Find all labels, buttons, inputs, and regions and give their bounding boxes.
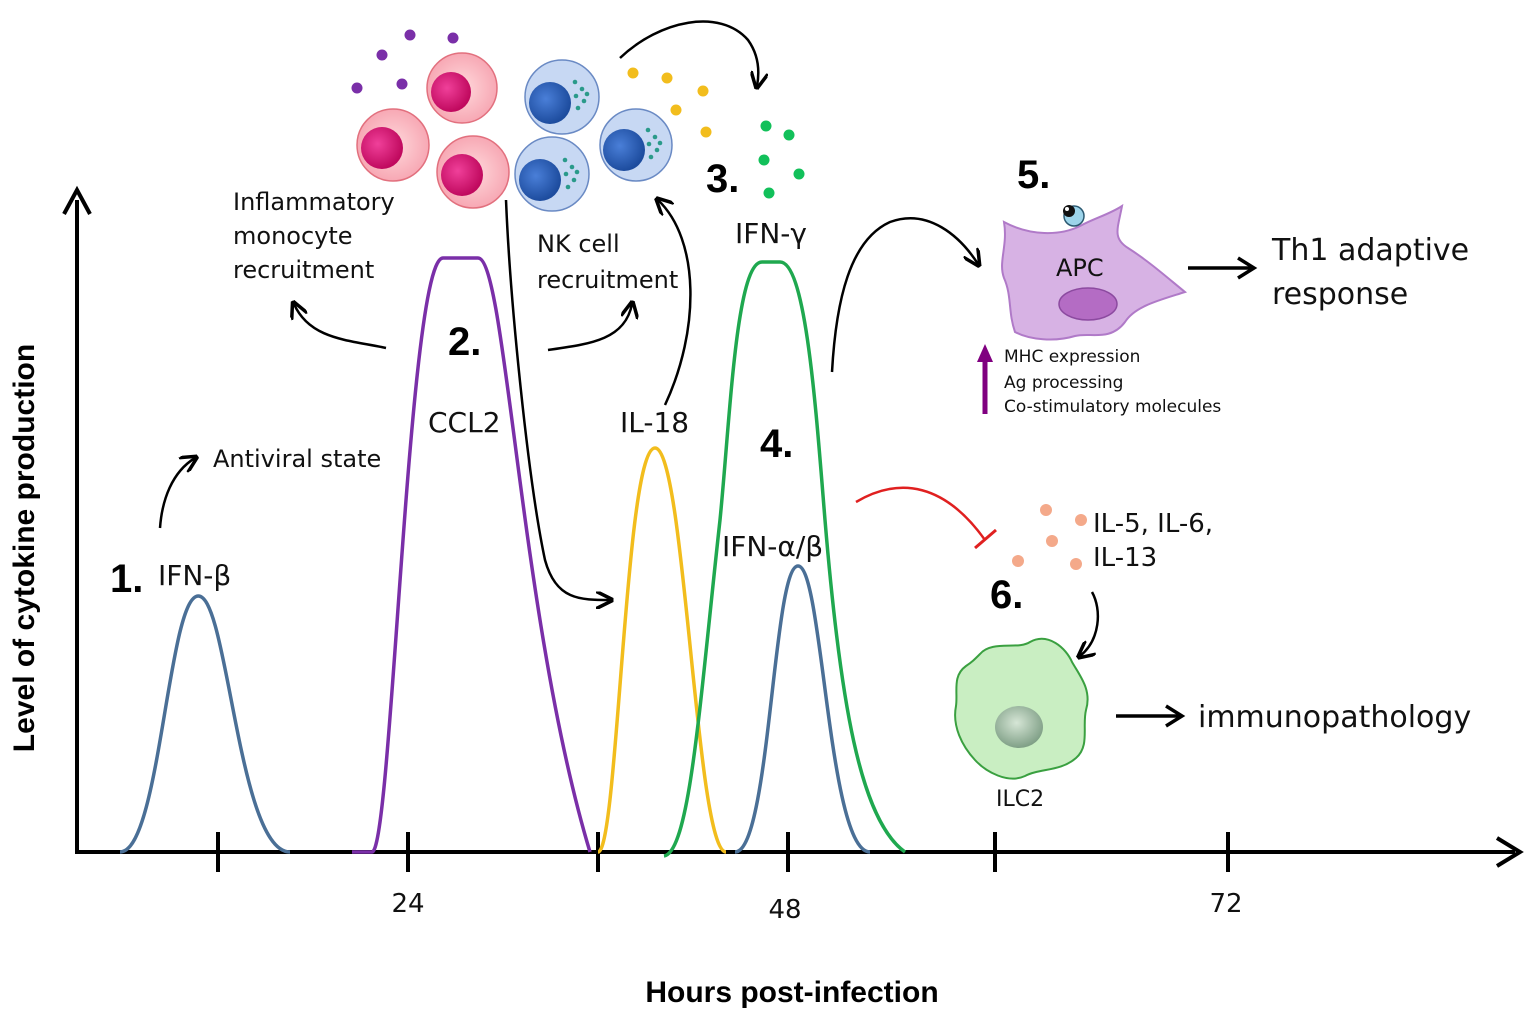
inhibition-arrow [855,486,997,550]
ilc2-label: ILC2 [996,787,1044,812]
ifn-gamma-dots [758,120,805,199]
x-tick-label-72: 72 [1209,889,1242,919]
ifn-alpha-beta-label: IFN-α/β [722,530,823,563]
nk-recruitment-line2: recruitment [537,266,678,294]
th1-response-line2: response [1272,277,1408,312]
ccl2-dots [351,29,459,94]
virus-icon [1063,205,1085,227]
antiviral-state-label: Antiviral state [213,445,381,473]
apc-effect-mhc: MHC expression [1004,347,1140,367]
step-2-number: 2. [448,320,481,364]
upregulation-arrow [977,344,993,414]
nk-nucleus [529,82,571,124]
monocyte-recruitment-line1: Inflammatory [233,188,395,216]
x-axis [75,836,1524,868]
nk-granules [562,79,663,190]
ccl2-curve [352,256,592,854]
ccl2-label: CCL2 [428,406,501,439]
arrow-nk-to-ifn-gamma [619,20,758,86]
apc-label: APC [1056,254,1104,282]
apc-nucleus [1058,287,1118,321]
il18-curve [596,446,727,854]
nk-recruitment-line1: NK cell [537,230,620,258]
apc-effect-ag-processing: Ag processing [1004,373,1123,393]
ilc2-nucleus [995,706,1043,748]
arrow-to-monocyte-recruitment [294,304,387,350]
ifn-gamma-curve [663,260,907,858]
il5-il6-label: IL-5, IL-6, [1093,509,1213,539]
arrow-ccl2-to-il18 [504,199,610,600]
arrow-cytokines-to-ilc2 [1080,591,1100,656]
il13-label: IL-13 [1093,543,1157,573]
il18-label: IL-18 [620,406,689,439]
immunopathology-label: immunopathology [1198,700,1471,735]
arrow-to-nk-recruitment [547,304,632,352]
x-tick-label-48: 48 [768,895,801,925]
th2-cytokine-dots [1012,504,1087,570]
step-5-number: 5. [1017,153,1050,197]
il18-dots [627,67,712,138]
monocyte-nucleus [431,72,471,112]
ifn-alpha-beta-curve [734,564,871,854]
step-4-number: 4. [760,422,793,466]
monocyte-nucleus [361,127,403,169]
ifn-beta-label: IFN-β [158,559,231,592]
ifn-gamma-label: IFN-γ [735,217,807,250]
x-axis-title: Hours post-infection [645,976,938,1009]
inflammatory-monocytes [356,52,510,209]
apc-effect-costimulatory: Co-stimulatory molecules [1004,397,1221,417]
nk-nucleus [603,129,645,171]
nk-nucleus [519,159,561,201]
arrow-to-immunopathology [1116,704,1186,728]
step-6-number: 6. [990,573,1023,617]
arrow-il18-to-nk [658,200,692,406]
x-tick-label-24: 24 [391,889,424,919]
th1-response-line1: Th1 adaptive [1271,233,1469,268]
monocyte-recruitment-line3: recruitment [233,256,374,284]
monocyte-nucleus [441,154,483,196]
arrow-to-th1-response [1188,256,1258,280]
ilc2-cell [954,637,1089,780]
step-3-number: 3. [706,157,739,201]
y-axis-title: Level of cytokine production [8,344,41,752]
arrow-to-antiviral [158,458,195,529]
ifn-beta-curve [119,594,291,854]
nk-cells [514,59,673,212]
y-axis [62,185,92,852]
step-1-number: 1. [110,557,143,601]
monocyte-recruitment-line2: monocyte [233,222,353,250]
apc-cell [1001,203,1188,341]
arrow-ifn-gamma-to-apc [830,217,978,373]
